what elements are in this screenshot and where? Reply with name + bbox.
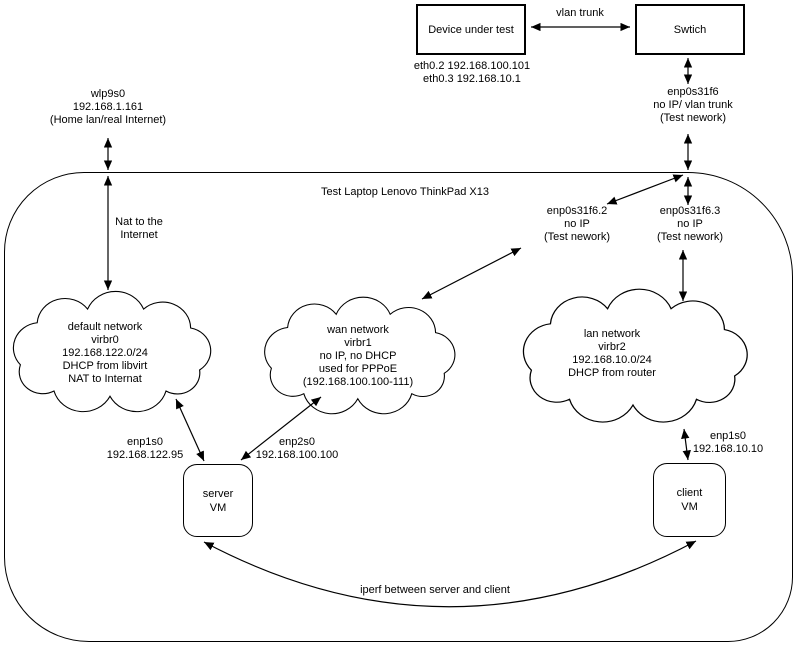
enp0s31f6-label: enp0s31f6 no IP/ vlan trunk (Test nework… bbox=[653, 86, 733, 124]
server-enp1s0-label: enp1s0 192.168.122.95 bbox=[106, 436, 184, 461]
vlan-trunk-label: vlan trunk bbox=[556, 7, 604, 19]
wan-network-cloud-label: wan network virbr1 no IP, no DHCP used f… bbox=[302, 324, 414, 388]
lan-network-cloud-label: lan network virbr2 192.168.10.0/24 DHCP … bbox=[568, 328, 656, 379]
arrow-iperf-curve bbox=[203, 540, 697, 608]
enp0s31f6-2-label: enp0s31f6.2 no IP (Test nework) bbox=[543, 205, 611, 243]
client-vm-label-line1: client bbox=[676, 487, 703, 499]
iperf-label: iperf between server and client bbox=[360, 584, 510, 596]
client-enp1s0-label: enp1s0 192.168.10.10 bbox=[692, 430, 764, 455]
arrow-lan-cloud-client-vm bbox=[681, 428, 691, 461]
enp0s31f6-3-label: enp0s31f6.3 no IP (Test nework) bbox=[656, 205, 724, 243]
laptop-title: Test Laptop Lenovo ThinkPad X13 bbox=[321, 186, 489, 198]
device-under-test-label: Device under test bbox=[428, 23, 514, 36]
server-enp2s0-label: enp2s0 192.168.100.100 bbox=[255, 436, 339, 461]
wlp9s0-label: wlp9s0 192.168.1.161 (Home lan/real Inte… bbox=[49, 88, 167, 126]
server-vm-box: server VM bbox=[183, 464, 253, 537]
client-vm-label-line2: VM bbox=[681, 501, 698, 513]
device-under-test-box: Device under test bbox=[416, 4, 526, 55]
laptop-container bbox=[4, 172, 793, 642]
connection-arrows bbox=[103, 22, 697, 608]
arrow-enp0s31f6-2-wan-cloud bbox=[421, 247, 522, 300]
switch-box: Swtich bbox=[635, 4, 745, 55]
server-vm-label-line1: server bbox=[202, 487, 234, 500]
arrow-wan-cloud-server-vm bbox=[240, 396, 322, 461]
dut-interfaces-label: eth0.2 192.168.100.101 eth0.3 192.168.10… bbox=[413, 60, 531, 85]
nat-to-internet-label: Nat to the Internet bbox=[115, 216, 163, 241]
default-network-cloud-label: default network virbr0 192.168.122.0/24 … bbox=[62, 321, 148, 385]
client-vm-box: client VM bbox=[653, 463, 726, 537]
arrow-default-cloud-server-vm bbox=[175, 398, 205, 462]
server-vm-label-line2: VM bbox=[209, 501, 227, 514]
switch-label: Swtich bbox=[673, 23, 707, 36]
arrow-junction-enp0s31f6-2 bbox=[606, 174, 684, 205]
